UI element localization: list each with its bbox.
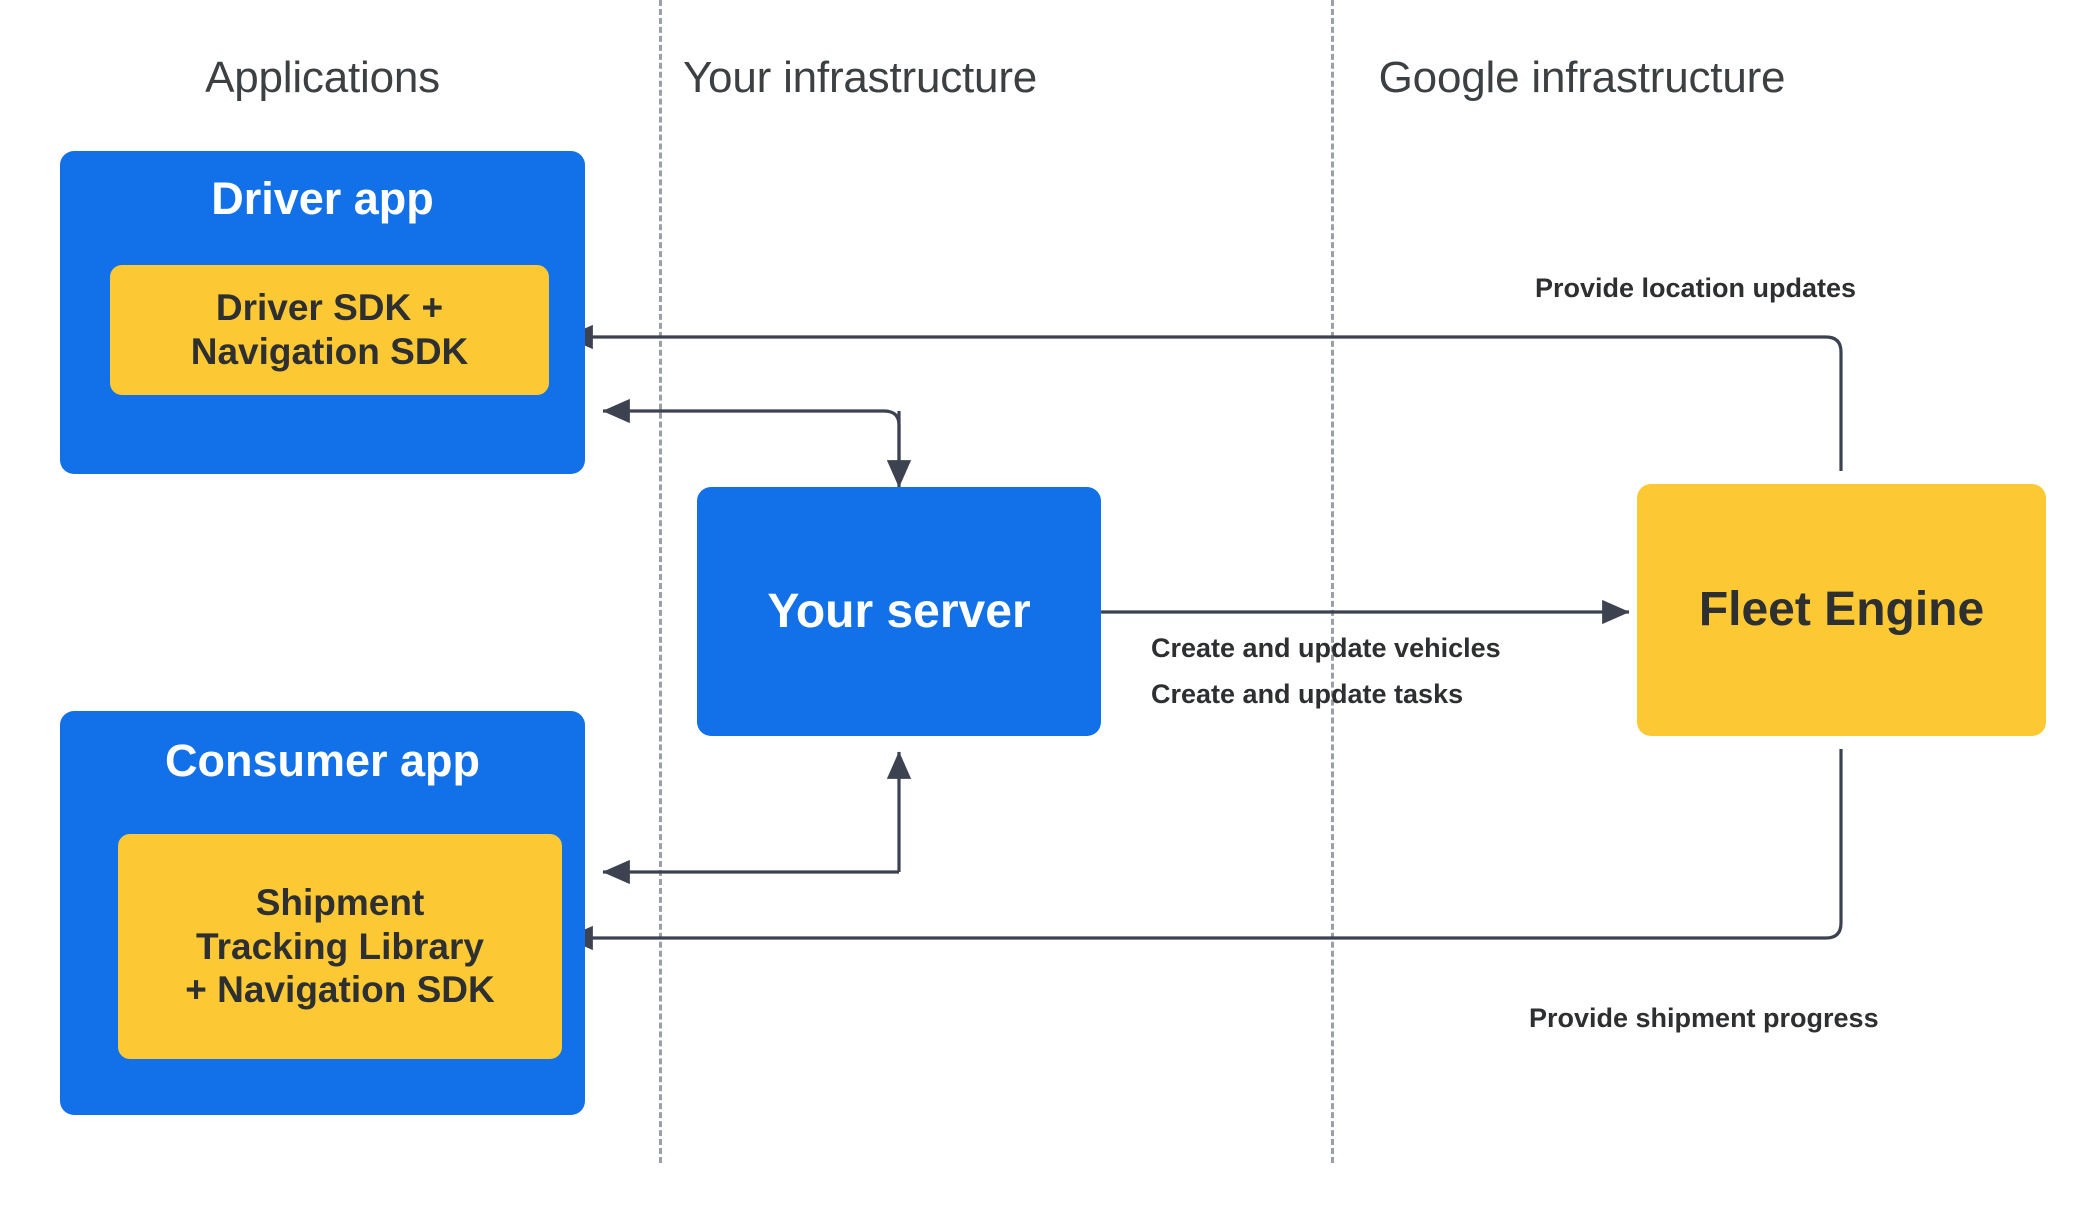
driver-app-title: Driver app — [211, 173, 434, 224]
edge-label-provide-location-updates: Provide location updates — [1535, 273, 1857, 303]
edge-location-updates-to-driver-sdk — [1841, 337, 1855, 340]
consumer-app-title: Consumer app — [164, 735, 481, 786]
consumer-sdk-line-1: Shipment — [255, 882, 425, 924]
column-heading-google-infrastructure: Google infrastructure — [1378, 53, 1786, 102]
edge-label-create-update-tasks: Create and update tasks — [1151, 679, 1464, 709]
node-your-server[interactable]: Your server — [697, 487, 1101, 736]
lane-divider-applications-infrastructure — [659, 0, 662, 1163]
edge-label-create-update-vehicles: Create and update vehicles — [1151, 633, 1501, 663]
edge-fleet-engine-to-shipment-tracking — [565, 749, 1843, 951]
consumer-sdk-line-3: + Navigation SDK — [185, 969, 495, 1011]
driver-sdk-line-1: Driver SDK + — [215, 287, 444, 329]
lane-divider-infrastructure-google — [1331, 0, 1334, 1163]
column-heading-your-infrastructure: Your infrastructure — [682, 53, 1038, 102]
your-server-title: Your server — [767, 584, 1031, 638]
edge-fleet-engine-to-driver-sdk — [565, 324, 1843, 471]
edge-label-provide-shipment-progress: Provide shipment progress — [1529, 1003, 1879, 1033]
consumer-sdk-line-2: Tracking Library — [196, 925, 484, 967]
column-heading-applications: Applications — [205, 53, 440, 102]
fleet-engine-title: Fleet Engine — [1698, 583, 1985, 636]
node-fleet-engine[interactable]: Fleet Engine — [1637, 484, 2046, 736]
node-driver-sdk-chip[interactable]: Driver SDK + Navigation SDK — [110, 265, 549, 395]
edge-your-server-to-driver-app — [602, 398, 901, 470]
driver-sdk-line-2: Navigation SDK — [190, 331, 469, 372]
node-shipment-tracking-chip[interactable]: Shipment Tracking Library + Navigation S… — [118, 834, 562, 1059]
